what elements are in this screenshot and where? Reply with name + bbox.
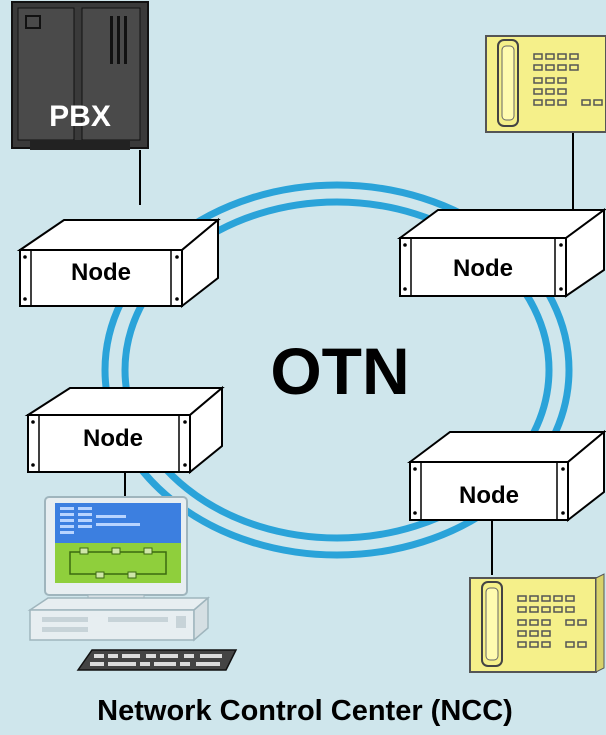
otn-ring — [101, 181, 573, 559]
ncc-caption: Network Control Center (NCC) — [97, 695, 513, 727]
telephone-icon — [485, 35, 606, 133]
pbx-cabinet-icon: PBX — [11, 1, 149, 150]
node-label: Node — [459, 482, 519, 509]
node-top-right: Node — [396, 208, 606, 298]
node-label: Node — [453, 255, 513, 282]
pbx-label: PBX — [49, 100, 111, 133]
telephone-icon — [469, 573, 605, 673]
node-bottom-right: Node — [407, 429, 606, 523]
otn-label: OTN — [270, 334, 409, 408]
node-bottom-left: Node — [24, 385, 225, 475]
node-top-left: Node — [16, 217, 221, 309]
computer-workstation-icon — [27, 496, 238, 671]
node-label: Node — [83, 425, 143, 452]
node-label: Node — [71, 259, 131, 286]
